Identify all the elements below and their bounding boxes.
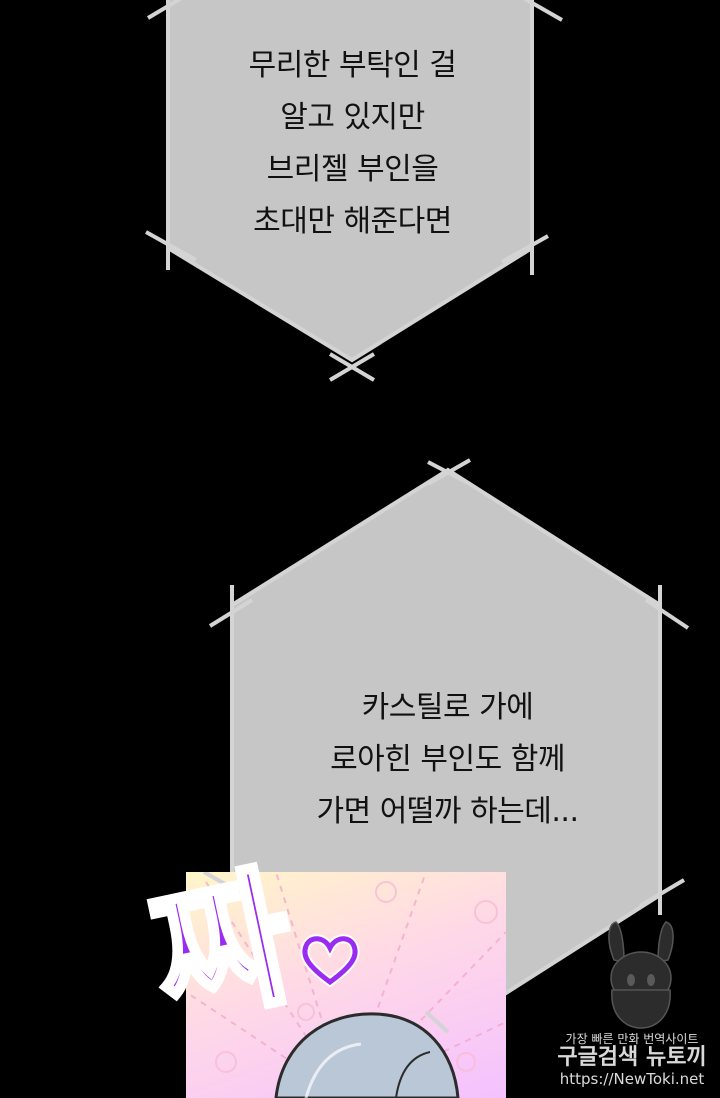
bubble-2-line: 카스틸로 가에 bbox=[361, 690, 534, 725]
watermark-mascot-icon bbox=[608, 921, 674, 1029]
speech-bubble-1-text: 무리한 부탁인 걸 알고 있지만 브리젤 부인을 초대만 해준다면 bbox=[175, 40, 530, 248]
watermark-tagline: 가장 빠른 만화 번역사이트 bbox=[565, 1032, 699, 1046]
heart-icon bbox=[300, 934, 360, 988]
speech-bubble-2-text: 카스틸로 가에 로아힌 부인도 함께 가면 어떨까 하는데... bbox=[250, 682, 645, 838]
bubble-1-line: 무리한 부탁인 걸 bbox=[248, 48, 457, 83]
panel-frame-lines bbox=[203, 872, 450, 1034]
bubble-2-line: 로아힌 부인도 함께 bbox=[330, 742, 565, 777]
sound-effect: 짜 bbox=[135, 847, 380, 1098]
bubble-2-line: 가면 어떨까 하는데... bbox=[316, 794, 579, 829]
panel-art bbox=[186, 872, 506, 1098]
watermark-url: https://NewToki.net bbox=[559, 1070, 705, 1088]
bubble-1-line: 브리젤 부인을 bbox=[266, 152, 439, 187]
bubble-1-line: 초대만 해준다면 bbox=[253, 204, 452, 239]
illustration-panel bbox=[186, 872, 506, 1098]
watermark: 가장 빠른 만화 번역사이트 구글검색 뉴토끼 https://NewToki.… bbox=[548, 1032, 716, 1088]
bubble-1-line: 알고 있지만 bbox=[280, 100, 425, 135]
watermark-search-text: 구글검색 뉴토끼 bbox=[557, 1045, 707, 1070]
speech-bubble-1-shape bbox=[145, 0, 563, 382]
